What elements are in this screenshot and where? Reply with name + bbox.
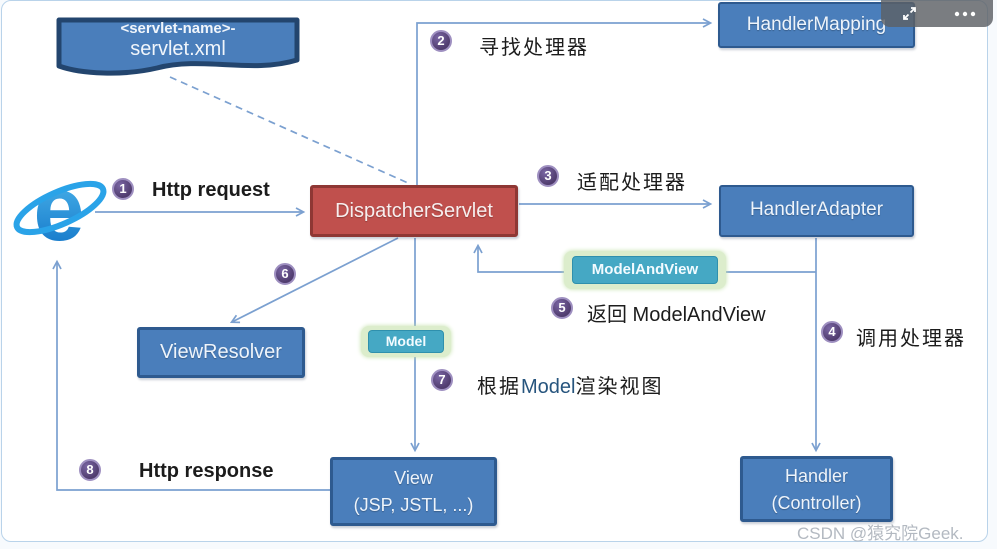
more-options-icon (954, 11, 976, 16)
node-handler-adapter: HandlerAdapter (719, 185, 914, 237)
handler-sublabel: (Controller) (771, 493, 862, 513)
servlet-name-tag: <servlet-name>- (120, 20, 236, 37)
step-8-badge: 8 (79, 459, 101, 481)
step-6-badge: 6 (274, 263, 296, 285)
step-7-post: 渲染视图 (575, 376, 664, 398)
step-3-badge: 3 (537, 165, 559, 187)
step-1-label: Http request (152, 179, 270, 201)
node-dispatcher-servlet: DispatcherServlet (310, 185, 518, 237)
step-7-badge: 7 (431, 369, 453, 391)
step-3-label: 适配处理器 (577, 172, 687, 194)
model-tag: Model (368, 330, 444, 353)
view-label: View (394, 468, 433, 488)
dispatcher-servlet-label: DispatcherServlet (335, 200, 493, 222)
step-4-label: 调用处理器 (856, 328, 966, 350)
step-7-model-word: Model (521, 376, 576, 398)
servlet-xml-shape (56, 17, 300, 76)
view-sublabel: (JSP, JSTL, ...) (353, 495, 474, 515)
step-5-label: 返回 ModelAndView (587, 304, 766, 326)
arrow-find-handler (416, 18, 713, 185)
watermark: CSDN @猿究院Geek. (797, 524, 964, 543)
view-resolver-label: ViewResolver (160, 341, 282, 363)
internet-explorer-icon: e (13, 158, 107, 260)
step-5-badge: 5 (551, 297, 573, 319)
step-7-pre: 根据 (477, 376, 521, 398)
arrow-view-resolver (229, 237, 399, 324)
node-view-resolver: ViewResolver (137, 327, 305, 378)
step-8-label: Http response (139, 460, 274, 482)
expand-icon (902, 7, 916, 20)
step-2-label: 寻找处理器 (479, 37, 589, 59)
step-4-badge: 4 (821, 321, 843, 343)
arrow-http-response (52, 259, 330, 491)
node-handler-controller: Handler (Controller) (740, 456, 893, 522)
node-view: View (JSP, JSTL, ...) (330, 457, 497, 526)
servlet-xml-node: <servlet-name>- servlet.xml (53, 20, 303, 61)
expand-button[interactable] (892, 2, 926, 26)
more-options-button[interactable] (948, 2, 982, 26)
diagram-frame (1, 0, 988, 542)
model-and-view-tag: ModelAndView (572, 256, 718, 284)
step-2-badge: 2 (430, 30, 452, 52)
dashed-config-link (169, 76, 409, 184)
viewer-toolbar (881, 0, 993, 27)
svg-text:e: e (33, 158, 84, 260)
servlet-xml-label: servlet.xml (130, 38, 226, 60)
handler-label: Handler (784, 466, 849, 486)
step-7-label: 根据Model渲染视图 (477, 370, 663, 399)
handler-adapter-label: HandlerAdapter (749, 199, 884, 220)
handler-mapping-label: HandlerMapping (746, 14, 887, 35)
step-1-badge: 1 (112, 178, 134, 200)
